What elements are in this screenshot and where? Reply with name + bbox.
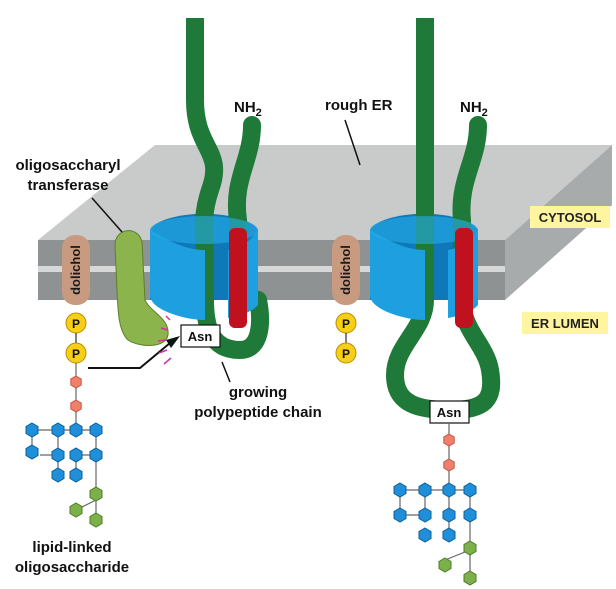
lipid-linked-label-line2: oligosaccharide xyxy=(15,559,129,576)
left-translocation-complex xyxy=(150,8,269,360)
catalysis-marks xyxy=(157,315,172,365)
asn-box-left xyxy=(180,324,221,348)
attached-sugars xyxy=(393,433,477,586)
dolichol-right-label: dolichol xyxy=(338,245,353,295)
transferase-label-line2: transferase xyxy=(28,177,109,194)
right-chain-break-mark xyxy=(415,8,435,11)
membrane-core xyxy=(38,266,505,272)
right-translocon-front xyxy=(370,230,425,320)
nh2-right-label: NH2 xyxy=(460,99,488,119)
dolichol-right xyxy=(332,235,360,305)
right-chain-break-mark-2 xyxy=(415,15,435,18)
left-chain-break-mark xyxy=(185,8,205,11)
er-lumen-label: ER LUMEN xyxy=(531,316,599,331)
growing-chain-label-line1: growing xyxy=(229,384,287,401)
lipid-linked-label-line1: lipid-linked xyxy=(32,539,111,556)
dolichol-left-label: dolichol xyxy=(68,245,83,295)
nh2-left-label: NH2 xyxy=(234,99,262,119)
rough-er-label: rough ER xyxy=(325,97,393,114)
svg-text:P: P xyxy=(72,347,80,361)
left-chain-lumen-loop xyxy=(196,251,269,360)
transferase-label-line1: oligosaccharyl xyxy=(15,157,120,174)
phosphates-left: P P xyxy=(65,312,87,364)
right-chain-nh2-end xyxy=(452,116,487,309)
transferase-pointer xyxy=(91,197,123,233)
growing-chain-pointer xyxy=(221,361,231,383)
asn-right-label: Asn xyxy=(437,405,462,420)
left-translocon-front xyxy=(150,230,205,320)
transfer-arrowhead xyxy=(166,336,180,348)
right-signal-segment xyxy=(455,228,473,328)
svg-text:P: P xyxy=(342,317,350,331)
growing-chain-label-line2: polypeptide chain xyxy=(194,404,322,421)
left-chain-break-mark-2 xyxy=(185,15,205,18)
lipid-linked-sugars xyxy=(25,375,103,528)
right-translocon-top xyxy=(370,216,478,244)
asn-left-label: Asn xyxy=(188,329,213,344)
oligosaccharyl-transferase xyxy=(114,230,169,346)
transfer-arrow xyxy=(88,342,171,369)
svg-text:P: P xyxy=(342,347,350,361)
phosphates-right: P P xyxy=(335,312,357,364)
cytosol-tag xyxy=(530,206,610,228)
lipid-linked-oligosaccharide xyxy=(31,363,97,520)
attached-oligosaccharide xyxy=(399,423,471,578)
dolichol-left xyxy=(62,235,90,305)
left-chain-nh2-end xyxy=(227,116,261,309)
left-signal-segment xyxy=(229,228,247,328)
right-translocation-complex xyxy=(370,8,501,420)
svg-text:P: P xyxy=(72,317,80,331)
rough-er-pointer xyxy=(344,119,361,166)
er-lumen-tag xyxy=(522,312,608,334)
cytosol-label: CYTOSOL xyxy=(539,210,602,225)
